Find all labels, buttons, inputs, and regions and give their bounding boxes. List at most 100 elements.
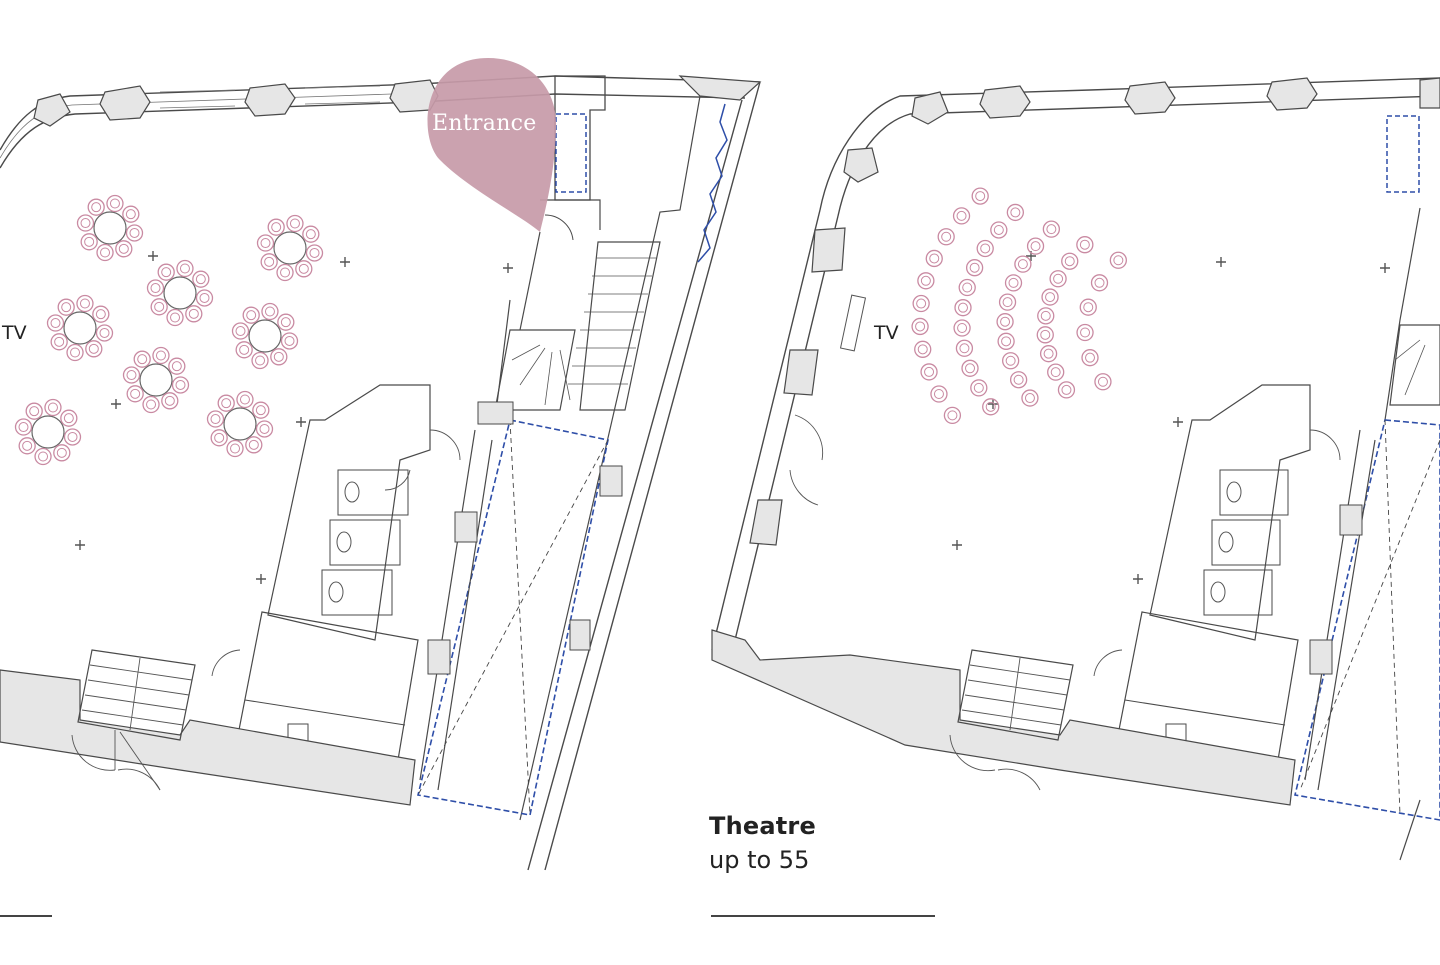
layout-title: Theatre	[709, 812, 816, 840]
chair	[133, 350, 151, 368]
chair-inner	[88, 343, 99, 354]
chair	[80, 233, 98, 251]
theatre-seat	[961, 359, 979, 377]
chair	[260, 253, 278, 271]
chair-inner	[264, 306, 275, 317]
chair	[18, 437, 36, 455]
round-table	[248, 319, 282, 353]
chair	[106, 194, 124, 213]
chair	[242, 306, 260, 324]
chair	[302, 225, 320, 243]
theatre-seat-inner	[941, 231, 952, 242]
chair	[231, 322, 250, 340]
chair	[236, 390, 254, 409]
theatre-seat	[1001, 352, 1020, 370]
left-banquet-seating	[14, 194, 324, 466]
chair	[305, 244, 324, 262]
chair-inner	[154, 301, 165, 312]
chair	[50, 333, 68, 351]
chair	[14, 418, 33, 436]
chair-inner	[246, 310, 257, 321]
theatre-seat-inner	[1050, 367, 1061, 378]
theatre-seat	[1081, 349, 1099, 367]
theatre-seat	[965, 259, 984, 277]
chair	[57, 298, 75, 316]
theatre-seat	[917, 272, 935, 290]
chair	[25, 402, 43, 420]
left-tv-label: TV	[2, 322, 27, 344]
theatre-seat-inner	[969, 262, 980, 273]
chair-inner	[260, 238, 271, 249]
chair	[157, 263, 175, 281]
theatre-seat	[1079, 298, 1097, 316]
chair	[126, 385, 144, 403]
chair-inner	[150, 283, 161, 294]
theatre-seat-inner	[1013, 374, 1024, 385]
chair-inner	[99, 327, 110, 338]
theatre-seat-inner	[1000, 316, 1011, 327]
theatre-seat-inner	[1080, 327, 1091, 338]
chair	[277, 313, 295, 331]
chair-inner	[271, 222, 282, 233]
chair	[66, 343, 84, 362]
chair	[142, 395, 160, 414]
chair	[235, 341, 253, 359]
chair-inner	[161, 267, 172, 278]
theatre-seat	[920, 363, 938, 381]
theatre-seat-inner	[947, 410, 958, 421]
chair	[267, 218, 285, 236]
chair-inner	[280, 317, 291, 328]
chair-inner	[129, 227, 140, 238]
theatre-seat	[1021, 389, 1039, 407]
theatre-seat	[958, 278, 976, 297]
chair	[44, 398, 62, 417]
theatre-seat-inner	[1001, 336, 1012, 347]
right-tv-label: TV	[874, 322, 899, 344]
chair-inner	[130, 388, 141, 399]
chair-inner	[239, 344, 250, 355]
theatre-seat-inner	[1030, 241, 1041, 252]
chair	[251, 351, 269, 370]
theatre-seat-inner	[962, 282, 973, 293]
theatre-seat-inner	[1002, 297, 1013, 308]
theatre-seat-inner	[965, 363, 976, 374]
chair-inner	[284, 335, 295, 346]
round-table	[163, 276, 197, 310]
chair-inner	[235, 326, 246, 337]
round-table	[63, 311, 97, 345]
chair-inner	[84, 236, 95, 247]
theatre-seat-inner	[975, 191, 986, 202]
theatre-seat-inner	[924, 366, 935, 377]
theatre-seat	[925, 249, 943, 268]
chair-inner	[239, 394, 250, 405]
chair-inner	[47, 402, 58, 413]
theatre-seat	[982, 398, 1000, 416]
chair	[261, 302, 279, 321]
chair-inner	[100, 247, 111, 258]
chair-inner	[63, 413, 74, 424]
chair	[280, 332, 299, 350]
chair	[76, 214, 95, 232]
chair-inner	[56, 447, 67, 458]
chair-inner	[170, 312, 181, 323]
theatre-seat	[912, 294, 930, 313]
chair-inner	[199, 292, 210, 303]
chair	[161, 392, 179, 410]
chair-inner	[259, 423, 270, 434]
theatre-seat	[1037, 307, 1055, 325]
chair-inner	[164, 395, 175, 406]
theatre-seat	[971, 187, 989, 205]
theatre-seat	[1009, 371, 1028, 389]
chair-inner	[255, 405, 266, 416]
chair-inner	[54, 336, 65, 347]
theatre-seat-inner	[985, 401, 996, 412]
chair	[252, 401, 270, 419]
theatre-seat-inner	[1017, 259, 1028, 270]
theatre-seat	[1039, 345, 1058, 363]
chair-inner	[273, 351, 284, 362]
round-table	[223, 407, 257, 441]
theatre-seat	[1109, 251, 1127, 269]
theatre-seat-inner	[1043, 348, 1054, 359]
chair-inner	[38, 451, 49, 462]
theatre-seat	[937, 228, 955, 246]
